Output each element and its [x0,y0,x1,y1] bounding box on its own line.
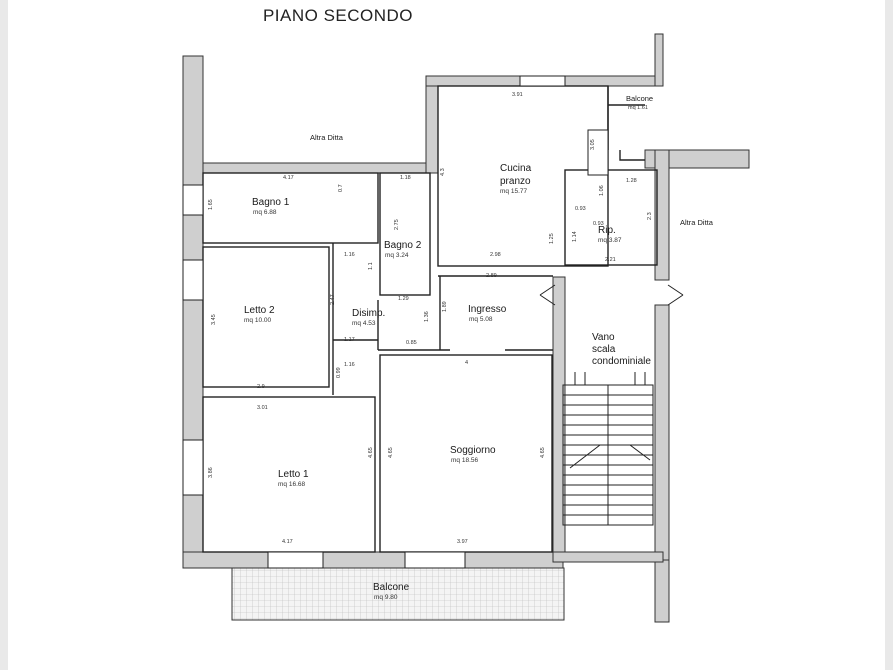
altra-ditta-right-label: Altra Ditta [680,218,714,227]
dim-cucina-w: 3.91 [512,92,523,98]
dim-disimp-085: 0.85 [406,340,417,346]
dim-letto1-bottom: 4.17 [282,539,293,545]
dim-bagno2-w: 1.18 [400,175,411,181]
dim-bagno1-w: 4.17 [283,175,294,181]
dim-rip-h: 2.3 [647,212,653,220]
dim-letto1-top: 3.01 [257,405,268,411]
bagno2-name: Bagno 2 [384,240,422,251]
disimp-name: Disimp. [352,308,385,319]
floor-plan-sheet: PIANO SECONDO [8,0,885,670]
altra-ditta-top-label: Altra Ditta [310,133,344,142]
dim-rip-w: 1.28 [626,178,637,184]
bagno1-area: mq 6.88 [253,209,277,216]
balcone-small-name: Balcone [626,94,653,103]
vano-scala-line1: Vano [592,332,615,343]
soggiorno-name: Soggiorno [450,445,496,456]
ingresso-area: mq 5.08 [469,316,493,323]
dim-hall-116a: 1.16 [344,252,355,258]
bagno1-name: Bagno 1 [252,197,290,208]
cucina-area: mq 15.77 [500,188,527,195]
soggiorno-area: mq 18.56 [451,457,478,464]
disimp-area: mq 4.53 [352,320,376,327]
letto2-area: mq 10.00 [244,317,271,324]
letto2-name: Letto 2 [244,305,275,316]
dim-cucina-bottom: 2.98 [490,252,501,258]
dim-letto2-w: 2.9 [257,384,265,390]
dim-cucina-right: 3.05 [590,139,596,150]
dim-cucina-h: 4.3 [440,168,446,176]
vano-scala-line3: condominiale [592,356,651,367]
stairs [562,372,654,526]
dim-soggiorno-right: 4.65 [540,447,546,458]
ingresso-name: Ingresso [468,304,507,315]
dim-bagno2-h: 2.75 [394,219,400,230]
balcone-large-name: Balcone [373,582,410,593]
dim-rip-093a: 0.93 [575,206,586,212]
dim-letto1-h: 3.86 [208,467,214,478]
exterior-walls [182,33,750,623]
dim-ingresso-w: 2.89 [486,273,497,279]
dim-disimp-136: 1.36 [424,311,430,322]
rip-name: Rip. [598,225,616,236]
dim-soggiorno-left: 4.65 [388,447,394,458]
dim-rip-bottom: 2.21 [605,257,616,263]
bagno2-area: mq 3.24 [385,252,409,259]
dim-soggiorno-top: 4 [465,360,468,366]
dim-bagno1-h: 1.65 [208,199,214,210]
balcone-large-area: mq 9.80 [374,594,398,601]
dim-rip-106: 1.06 [599,185,605,196]
dim-letto2-h: 3.45 [211,314,217,325]
floor-plan-drawing: Altra Ditta Altra Ditta Bagno 1 mq 6.88 … [182,33,750,623]
room-labels: Altra Ditta Altra Ditta Bagno 1 mq 6.88 … [244,94,714,601]
landing-arrows [539,284,684,306]
page-title: PIANO SECONDO [262,6,414,25]
dim-bagno2-door: 1.29 [398,296,409,302]
balcony-large-floor [231,567,565,621]
rip-area: mq 3.87 [598,237,622,244]
dim-soggiorno-bottom: 3.97 [457,539,468,545]
dim-letto1-right: 4.65 [368,447,374,458]
dim-letto2-side: 2.47 [330,294,336,305]
dim-bagno1-door: 0.7 [338,184,344,192]
dimension-labels: 4.17 1.65 0.7 1.18 2.75 1.1 1.29 1.16 3.… [208,92,653,545]
dim-cucina-125: 1.25 [549,233,555,244]
balcone-small-area: mq 1.61 [628,105,648,111]
dim-hall-116b: 1.16 [344,362,355,368]
dim-rip-093b: 0.93 [593,221,604,227]
windows [182,75,609,569]
letto1-area: mq 16.68 [278,481,305,488]
dim-disimp-117: 1.17 [344,337,355,343]
cucina-name-1: Cucina [500,163,532,174]
vano-scala-line2: scala [592,344,616,355]
dim-ingresso-h: 1.89 [442,301,448,312]
dim-rip-114: 1.14 [572,231,578,242]
cucina-name-2: pranzo [500,176,531,187]
letto1-name: Letto 1 [278,469,309,480]
dim-hall-099: 0.99 [336,367,342,378]
dim-bagno2-side: 1.1 [368,262,374,270]
